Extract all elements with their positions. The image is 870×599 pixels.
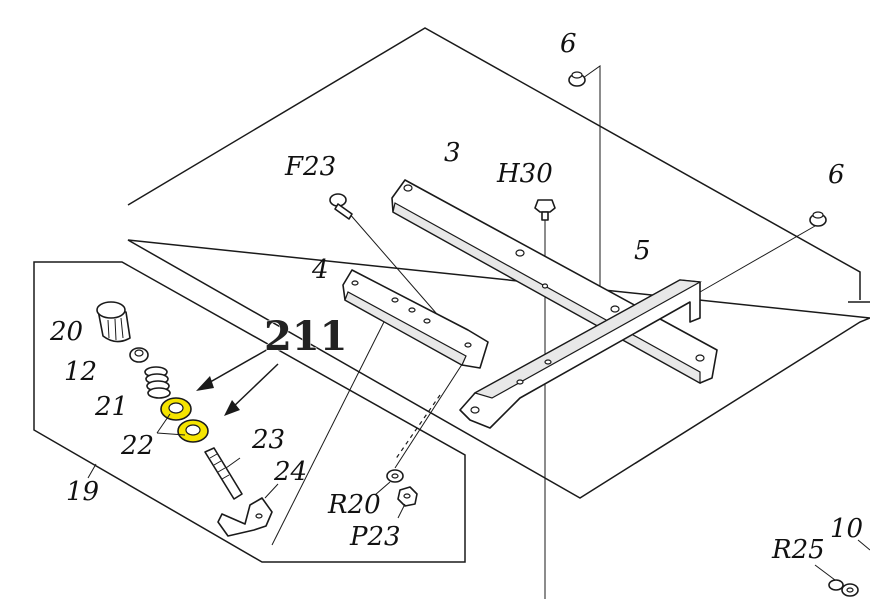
nut-p23 xyxy=(397,486,418,507)
washer-part-22-upper xyxy=(160,397,192,421)
leader-r25 xyxy=(814,564,836,581)
callout-arrows xyxy=(196,347,279,416)
leader-22 xyxy=(156,413,186,436)
bracket-part-5 xyxy=(459,279,702,429)
leader-19 xyxy=(87,463,97,479)
shaft-part-23 xyxy=(204,447,243,500)
label-21: 21 xyxy=(94,392,128,422)
label-3: 3 xyxy=(444,138,461,168)
label-h30: H30 xyxy=(496,159,553,189)
label-4: 4 xyxy=(311,255,329,285)
washer-part-r25 xyxy=(828,579,859,597)
leader-24 xyxy=(264,483,279,499)
washer-r20 xyxy=(386,469,404,483)
dashed-link xyxy=(394,394,441,461)
label-22: 22 xyxy=(120,431,154,461)
bushing-6-right xyxy=(809,211,827,227)
leader-23 xyxy=(225,457,241,469)
leader-p23 xyxy=(397,503,406,519)
label-12: 12 xyxy=(64,357,97,387)
leader-10 xyxy=(857,539,870,551)
clip-part-24 xyxy=(217,497,273,537)
leader-bracket xyxy=(271,299,396,546)
label-24: 24 xyxy=(273,457,307,487)
label-20: 20 xyxy=(49,317,83,347)
label-f23: F23 xyxy=(284,152,336,182)
leader-6-right xyxy=(699,225,816,293)
label-5: 5 xyxy=(634,236,651,266)
label-19: 19 xyxy=(66,477,99,507)
leader-r20 xyxy=(394,351,471,469)
label-6-right: 6 xyxy=(828,160,845,190)
label-23: 23 xyxy=(251,425,285,455)
washer-part-22-lower xyxy=(177,419,209,443)
leader-r20-short xyxy=(374,481,391,496)
label-r20: R20 xyxy=(327,490,381,520)
label-10: 10 xyxy=(830,514,863,544)
arm-part-4 xyxy=(342,269,489,369)
label-p23: P23 xyxy=(349,522,401,552)
label-6-top: 6 xyxy=(560,29,577,59)
label-r25: R25 xyxy=(771,535,825,565)
sub-assembly-outline xyxy=(33,261,466,563)
nut-part-12 xyxy=(129,347,149,363)
spring-part-21 xyxy=(144,366,171,399)
knob-part-20 xyxy=(96,301,131,343)
main-assembly-outline xyxy=(127,27,870,499)
screw-f23 xyxy=(329,193,353,220)
bushing-6-top xyxy=(568,71,586,87)
leader-6-top xyxy=(582,65,601,318)
callout-211: 211 xyxy=(264,313,348,360)
bolt-h30 xyxy=(534,199,556,221)
